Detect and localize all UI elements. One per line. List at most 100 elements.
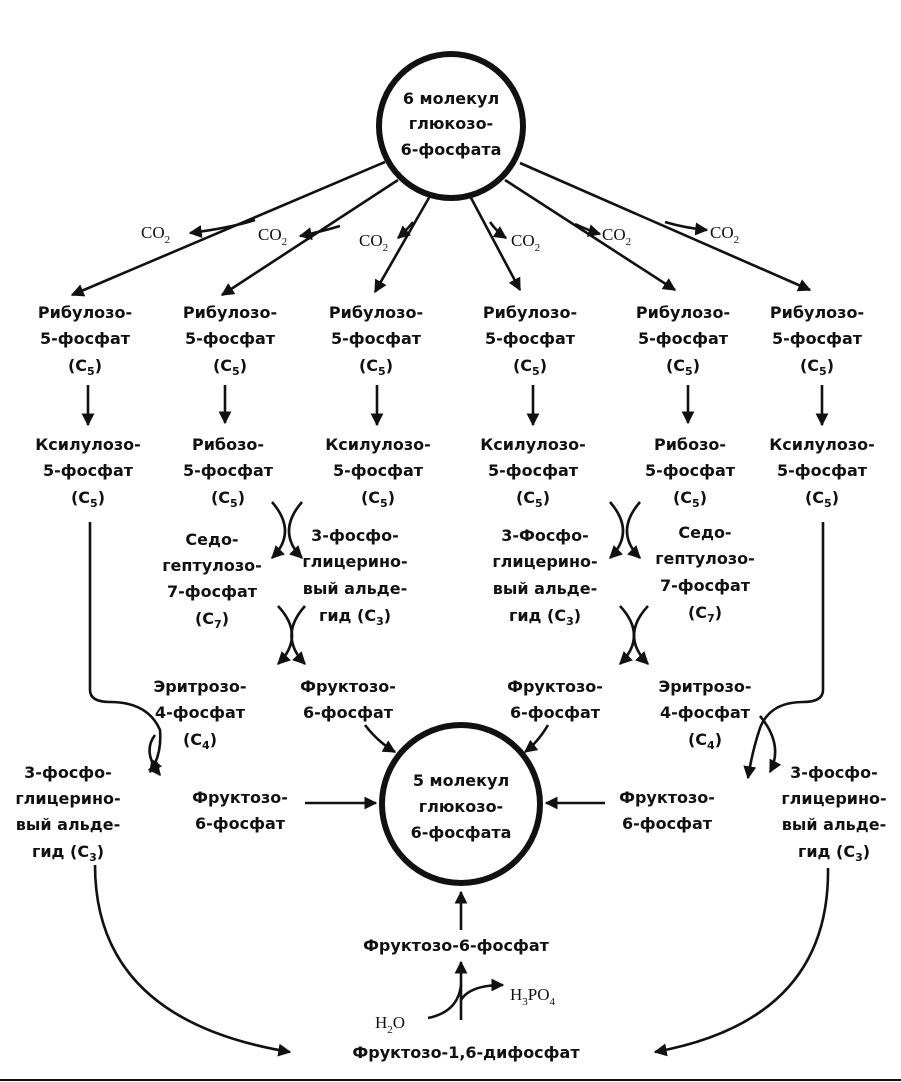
svg-text:вый альде-: вый альде- (16, 815, 120, 834)
svg-text:7-фосфат: 7-фосфат (660, 576, 751, 595)
svg-text:3-Фосфо-: 3-Фосфо- (501, 526, 589, 545)
svg-text:гид (C3): гид (C3) (509, 606, 581, 628)
svg-text:Рибулозо-: Рибулозо- (183, 303, 277, 322)
ribulose-6: Рибулозо- 5-фосфат (C5) (770, 303, 864, 378)
svg-text:5-фосфат: 5-фосфат (43, 461, 134, 480)
top-glucose-circle (376, 51, 526, 201)
co2-arrow-3 (397, 221, 415, 239)
svg-text:Ксилулозо-: Ксилулозо- (325, 435, 431, 454)
svg-text:(C7): (C7) (688, 603, 722, 625)
phosphoric-label: H3PO4 (510, 985, 556, 1008)
top-circle-line2: глюкозо- (409, 114, 493, 133)
bottom-circle-line2: глюкозо- (419, 797, 503, 816)
xylulose-4: Ксилулозо- 5-фосфат (C5) (769, 435, 875, 510)
ribulose-5: Рибулозо- 5-фосфат (C5) (636, 303, 730, 378)
svg-text:вый альде-: вый альде- (782, 815, 886, 834)
arrow-to-ribulose-4 (468, 195, 522, 292)
svg-text:6-фосфат: 6-фосфат (510, 703, 601, 722)
svg-text:Рибулозо-: Рибулозо- (770, 303, 864, 322)
svg-text:гид (C3): гид (C3) (319, 606, 391, 628)
cross-arrow-right-2 (625, 501, 641, 559)
svg-text:Фруктозо-: Фруктозо- (507, 677, 603, 696)
svg-text:(C5): (C5) (800, 356, 834, 378)
svg-text:(C5): (C5) (71, 488, 105, 510)
cross-arrow-right-4 (632, 605, 649, 665)
fbp-label: Фруктозо-1,6-дифосфат (352, 1043, 580, 1062)
left-xylulose-long-arrow (88, 522, 163, 774)
co2-arrow-5 (574, 222, 602, 237)
ribulose-1: Рибулозо- 5-фосфат (C5) (38, 303, 132, 378)
erythrose-left: Эритрозо- 4-фосфат (C4) (153, 677, 246, 752)
svg-text:Эритрозо-: Эритрозо- (153, 677, 246, 696)
svg-text:(C5): (C5) (666, 356, 700, 378)
svg-text:глицерино-: глицерино- (302, 552, 407, 571)
top-circle-line1: 6 молекул (403, 89, 499, 108)
svg-text:5-фосфат: 5-фосфат (40, 329, 131, 348)
co2-arrow-2 (298, 224, 341, 241)
svg-text:(C5): (C5) (211, 488, 245, 510)
left-bottom-curve (93, 864, 292, 1057)
pga-left-side: 3-фосфо- глицерино- вый альде- гид (C3) (15, 763, 120, 864)
svg-text:Седо-: Седо- (185, 530, 238, 549)
co2-arrow-1 (188, 218, 256, 238)
svg-text:(C5): (C5) (68, 356, 102, 378)
svg-text:(C5): (C5) (361, 488, 395, 510)
svg-text:(C4): (C4) (183, 730, 217, 752)
fructose-lower-left: Фруктозо- 6-фосфат (192, 788, 288, 833)
fructose-upper-right: Фруктозо- 6-фосфат (507, 677, 603, 722)
svg-text:вый альде-: вый альде- (493, 579, 597, 598)
sedoheptulose-left: Седо- гептулозо- 7-фосфат (C7) (162, 530, 262, 631)
svg-text:5-фосфат: 5-фосфат (777, 461, 868, 480)
phosphoric-arrow (459, 978, 505, 1001)
water-label: H2O (375, 1013, 405, 1036)
svg-text:Ксилулозо-: Ксилулозо- (35, 435, 141, 454)
svg-text:гептулозо-: гептулозо- (655, 549, 755, 568)
svg-text:5-фосфат: 5-фосфат (183, 461, 274, 480)
svg-text:5-фосфат: 5-фосфат (488, 461, 579, 480)
svg-text:(C5): (C5) (805, 488, 839, 510)
svg-text:гид (C3): гид (C3) (798, 842, 870, 864)
svg-text:4-фосфат: 4-фосфат (660, 703, 751, 722)
bottom-f6p-label: Фруктозо-6-фосфат (363, 936, 550, 955)
svg-text:5-фосфат: 5-фосфат (185, 329, 276, 348)
svg-text:5-фосфат: 5-фосфат (333, 461, 424, 480)
ribulose-2: Рибулозо- 5-фосфат (C5) (183, 303, 277, 378)
ribulose-3: Рибулозо- 5-фосфат (C5) (329, 303, 423, 378)
arrow-fructose-ur-to-circle (523, 724, 550, 754)
svg-text:Ксилулозо-: Ксилулозо- (769, 435, 875, 454)
svg-text:(C5): (C5) (513, 356, 547, 378)
svg-text:5-фосфат: 5-фосфат (645, 461, 736, 480)
right-erythrose-arrow (758, 715, 782, 774)
right-bottom-curve (653, 867, 830, 1057)
svg-text:Рибулозо-: Рибулозо- (329, 303, 423, 322)
svg-text:(C4): (C4) (688, 730, 722, 752)
svg-text:Фруктозо-: Фруктозо- (300, 677, 396, 696)
svg-text:Эритрозо-: Эритрозо- (658, 677, 751, 696)
svg-text:глицерино-: глицерино- (492, 552, 597, 571)
svg-text:Рибозо-: Рибозо- (192, 435, 264, 454)
bottom-circle-line1: 5 молекул (413, 771, 509, 790)
cross-arrow-left-2 (287, 501, 303, 559)
svg-text:6-фосфат: 6-фосфат (303, 703, 394, 722)
svg-text:Рибулозо-: Рибулозо- (38, 303, 132, 322)
cross-arrow-right-1 (609, 501, 625, 559)
svg-text:4-фосфат: 4-фосфат (155, 703, 246, 722)
erythrose-right: Эритрозо- 4-фосфат (C4) (658, 677, 751, 752)
svg-text:6-фосфат: 6-фосфат (195, 814, 286, 833)
cross-arrow-left-3 (277, 605, 294, 665)
co2-arrow-6 (664, 220, 709, 236)
co2-label-4: CO2 (511, 231, 540, 254)
svg-text:Фруктозо-: Фруктозо- (192, 788, 288, 807)
cross-arrow-right-3 (619, 605, 636, 665)
svg-text:5-фосфат: 5-фосфат (485, 329, 576, 348)
ribose-2: Рибозо- 5-фосфат (C5) (645, 435, 736, 510)
svg-text:6-фосфат: 6-фосфат (622, 814, 713, 833)
pga-right-mid: 3-Фосфо- глицерино- вый альде- гид (C3) (492, 526, 597, 628)
svg-text:(C5): (C5) (359, 356, 393, 378)
co2-arrow-4 (488, 221, 508, 240)
svg-text:3-фосфо-: 3-фосфо- (311, 526, 399, 545)
svg-text:вый альде-: вый альде- (303, 579, 407, 598)
water-arrow (427, 984, 463, 1020)
ribulose-4: Рибулозо- 5-фосфат (C5) (483, 303, 577, 378)
top-circle-line3: 6-фосфата (401, 140, 502, 159)
